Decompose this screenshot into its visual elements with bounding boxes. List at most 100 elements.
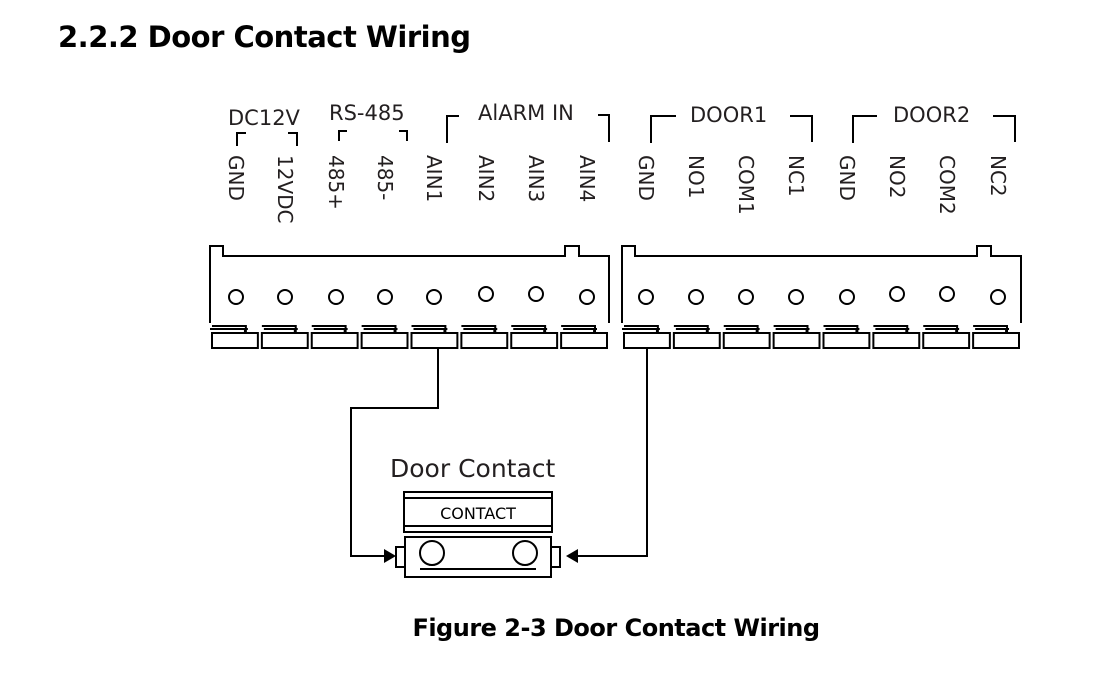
terminal-label-text: 12VDC bbox=[273, 155, 297, 224]
terminal-pin-hole bbox=[228, 289, 244, 305]
bracket-left bbox=[650, 115, 676, 143]
terminal-pin-hole bbox=[990, 289, 1006, 305]
terminal-pin-hole bbox=[478, 286, 494, 302]
terminal-tab bbox=[973, 325, 1008, 333]
terminal-label: AIN4 bbox=[575, 155, 599, 202]
contact-screw-right bbox=[512, 540, 538, 566]
section-heading: 2.2.2 Door Contact Wiring bbox=[58, 20, 471, 54]
terminal-slot bbox=[211, 332, 259, 349]
bracket-right bbox=[399, 130, 408, 141]
terminal-label-text: COM2 bbox=[935, 155, 959, 215]
terminal-label-text: NC1 bbox=[784, 155, 808, 197]
terminal-pin-hole bbox=[277, 289, 293, 305]
terminal-slot bbox=[260, 332, 309, 349]
terminal-label: NO1 bbox=[684, 155, 708, 198]
bracket-right bbox=[993, 115, 1016, 142]
terminal-slot bbox=[672, 332, 721, 349]
terminal-slot bbox=[722, 332, 771, 349]
terminal-label-text: 485- bbox=[373, 155, 397, 200]
terminal-tab bbox=[511, 325, 547, 333]
terminal-label-text: 485+ bbox=[324, 155, 348, 210]
right-terminal-block bbox=[621, 245, 1022, 349]
terminal-label: NC1 bbox=[784, 155, 808, 197]
terminal-slot bbox=[310, 332, 359, 349]
terminal-tab bbox=[723, 325, 759, 333]
contact-terminal-right bbox=[550, 546, 561, 568]
bracket-right bbox=[598, 114, 610, 142]
terminal-tab bbox=[624, 325, 659, 333]
bracket-right bbox=[288, 132, 298, 146]
terminal-pin-hole bbox=[579, 289, 595, 305]
terminal-block-body bbox=[621, 245, 1022, 323]
terminal-tab bbox=[311, 325, 347, 333]
terminal-pin-hole bbox=[377, 289, 393, 305]
contact-terminal-left bbox=[395, 546, 406, 568]
bracket-left bbox=[852, 115, 877, 143]
terminal-tab bbox=[212, 325, 247, 333]
terminal-slot bbox=[772, 332, 821, 349]
terminal-label: 485- bbox=[373, 155, 397, 200]
terminal-slot bbox=[623, 332, 671, 349]
bracket-left bbox=[338, 130, 347, 141]
terminal-label: GND bbox=[634, 155, 658, 201]
terminal-slot bbox=[922, 332, 971, 349]
terminal-label-text: COM1 bbox=[734, 155, 758, 215]
terminal-tab bbox=[561, 325, 596, 333]
group-label-door2: DOOR2 bbox=[893, 103, 970, 127]
terminal-tab bbox=[411, 325, 447, 333]
terminal-pin-hole bbox=[528, 286, 544, 302]
terminal-pin-hole bbox=[889, 286, 905, 302]
terminal-slot bbox=[822, 332, 871, 349]
bracket-right bbox=[790, 115, 813, 142]
terminal-label: AIN1 bbox=[422, 155, 446, 202]
terminal-slot bbox=[460, 332, 509, 349]
wire-ain1 bbox=[350, 348, 439, 557]
terminal-label: AIN2 bbox=[474, 155, 498, 202]
group-label-alarm-in: AlARM IN bbox=[478, 101, 574, 125]
terminal-label: 485+ bbox=[324, 155, 348, 210]
wire-gnd bbox=[574, 348, 648, 557]
terminal-tab bbox=[773, 325, 809, 333]
terminal-label: NO2 bbox=[885, 155, 909, 198]
contact-screw-left bbox=[419, 540, 445, 566]
terminal-label-text: AIN3 bbox=[524, 155, 548, 202]
terminal-label: GND bbox=[224, 155, 248, 201]
terminal-pin-hole bbox=[688, 289, 704, 305]
terminal-slot bbox=[560, 332, 608, 349]
arrow-right-icon bbox=[384, 549, 396, 563]
terminal-label: NC2 bbox=[986, 155, 1010, 197]
group-label-dc12v: DC12V bbox=[228, 106, 301, 130]
terminal-label-text: NO2 bbox=[885, 155, 909, 198]
terminal-label-text: NC2 bbox=[986, 155, 1010, 197]
terminal-label: AIN3 bbox=[524, 155, 548, 202]
terminal-label-text: GND bbox=[835, 155, 859, 201]
terminal-label: 12VDC bbox=[273, 155, 297, 224]
terminal-slot bbox=[510, 332, 559, 349]
terminal-label: GND bbox=[835, 155, 859, 201]
group-label-door1: DOOR1 bbox=[690, 103, 767, 127]
terminal-label-text: GND bbox=[224, 155, 248, 201]
terminal-label: COM2 bbox=[935, 155, 959, 215]
contact-label: CONTACT bbox=[440, 504, 516, 523]
terminal-tab bbox=[873, 325, 909, 333]
terminal-slot bbox=[972, 332, 1020, 349]
terminal-slot bbox=[410, 332, 459, 349]
terminal-slot bbox=[872, 332, 921, 349]
terminal-label-text: NO1 bbox=[684, 155, 708, 198]
terminal-slot bbox=[360, 332, 409, 349]
terminal-label-text: AIN1 bbox=[422, 155, 446, 202]
terminal-block-body bbox=[209, 245, 610, 323]
figure-caption: Figure 2-3 Door Contact Wiring bbox=[412, 614, 820, 642]
terminal-pin-hole bbox=[426, 289, 442, 305]
terminal-label-text: GND bbox=[634, 155, 658, 201]
terminal-pin-hole bbox=[788, 289, 804, 305]
terminal-pin-hole bbox=[638, 289, 654, 305]
terminal-tab bbox=[261, 325, 297, 333]
terminal-tab bbox=[673, 325, 709, 333]
arrow-left-icon bbox=[566, 549, 578, 563]
contact-magnet bbox=[403, 491, 553, 533]
left-terminal-block bbox=[209, 245, 610, 349]
terminal-pin-hole bbox=[328, 289, 344, 305]
terminal-pin-hole bbox=[839, 289, 855, 305]
